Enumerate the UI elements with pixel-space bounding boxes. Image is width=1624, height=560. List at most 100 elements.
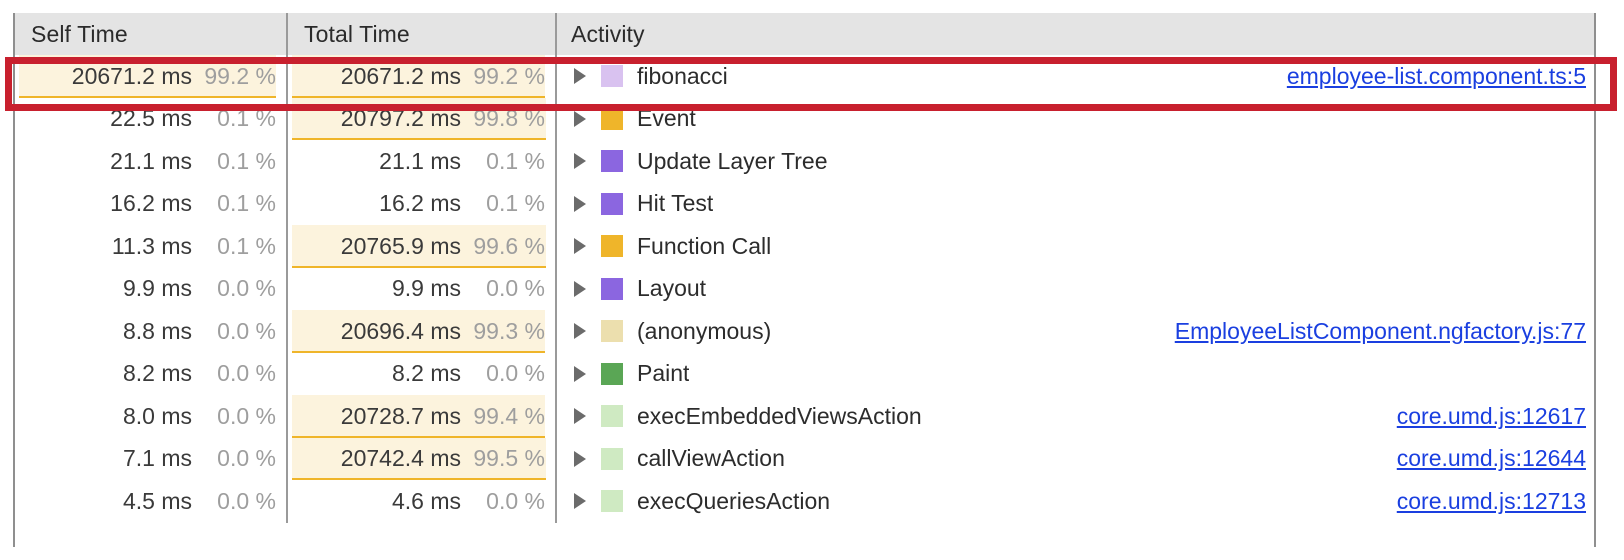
angular-pale-green-swatch (601, 405, 623, 428)
column-header-activity-label: Activity (571, 20, 645, 47)
expand-triangle-icon[interactable] (569, 406, 591, 426)
total-time-value: 20728.7 ms (340, 402, 461, 429)
total-time-percent: 0.1 % (486, 147, 545, 174)
expand-triangle-icon[interactable] (569, 194, 591, 214)
total-time-percent: 99.6 % (473, 232, 545, 259)
expand-triangle-icon[interactable] (569, 364, 591, 384)
source-location-link[interactable]: core.umd.js:12713 (1396, 487, 1586, 514)
cell-self-time: 11.3 ms 0.1 % (15, 225, 288, 268)
rendering-purple-swatch (601, 192, 623, 215)
total-time-percent: 0.0 % (486, 360, 545, 387)
total-time-value: 16.2 ms (379, 190, 461, 217)
total-time-value: 20696.4 ms (340, 317, 461, 344)
event-amber-swatch (601, 107, 623, 130)
self-time-value: 8.8 ms (122, 317, 192, 344)
expand-triangle-icon[interactable] (569, 109, 591, 129)
self-time-value: 4.5 ms (122, 487, 192, 514)
activity-label: Event (637, 105, 696, 132)
activity-label: callViewAction (637, 445, 785, 472)
total-time-percent: 99.5 % (473, 445, 545, 472)
cell-activity: (anonymous)EmployeeListComponent.ngfacto… (557, 310, 1594, 353)
column-header-activity[interactable]: Activity (557, 13, 1594, 55)
self-time-value: 11.3 ms (111, 232, 192, 259)
expand-triangle-icon[interactable] (569, 491, 591, 511)
self-time-percent: 99.2 % (204, 62, 276, 89)
total-time-value: 20742.4 ms (340, 445, 461, 472)
angular-pale-green-swatch (601, 447, 623, 470)
cell-total-time: 20696.4 ms 99.3 % (288, 310, 557, 353)
self-time-percent: 0.0 % (217, 402, 276, 429)
total-time-percent: 0.0 % (486, 275, 545, 302)
call-tree-table: Self Time Total Time Activity 20671.2 ms… (13, 13, 1596, 547)
self-time-value: 16.2 ms (110, 190, 192, 217)
expand-triangle-icon[interactable] (569, 449, 591, 469)
source-location-link[interactable]: employee-list.component.ts:5 (1286, 62, 1586, 89)
expand-triangle-icon[interactable] (569, 151, 591, 171)
activity-label: fibonacci (637, 62, 728, 89)
expand-triangle-icon[interactable] (569, 66, 591, 86)
column-header-self-time[interactable]: Self Time (15, 13, 288, 55)
rendering-purple-swatch (601, 150, 623, 173)
column-header-total-time[interactable]: Total Time (288, 13, 557, 55)
cell-activity: Event (557, 98, 1594, 141)
angular-pale-green-swatch (601, 490, 623, 513)
total-time-value: 20671.2 ms (340, 62, 461, 89)
scripting-lavender-swatch (601, 65, 623, 88)
cell-activity: Function Call (557, 225, 1594, 268)
self-time-value: 20671.2 ms (71, 62, 192, 89)
source-location-link[interactable]: core.umd.js:12644 (1396, 445, 1586, 472)
cell-activity: callViewAction core.umd.js:12644 (557, 438, 1594, 481)
total-time-value: 20797.2 ms (340, 105, 461, 132)
source-location-link[interactable]: EmployeeListComponent.ngfactory.js:77 (1174, 317, 1586, 344)
self-time-value: 8.0 ms (122, 402, 192, 429)
expand-triangle-icon[interactable] (569, 236, 591, 256)
rendering-purple-swatch (601, 277, 623, 300)
total-time-value: 4.6 ms (391, 487, 461, 514)
expand-triangle-icon[interactable] (569, 321, 591, 341)
total-time-percent: 99.3 % (473, 317, 545, 344)
total-time-percent: 99.4 % (473, 402, 545, 429)
expand-triangle-icon[interactable] (569, 279, 591, 299)
column-header-self-time-label: Self Time (31, 20, 128, 47)
table-header-row: Self Time Total Time Activity (15, 13, 1594, 55)
self-time-percent: 0.1 % (217, 232, 276, 259)
self-time-percent: 0.0 % (217, 360, 276, 387)
cell-activity: Layout (557, 268, 1594, 311)
self-time-percent: 0.0 % (217, 445, 276, 472)
source-location-link[interactable]: core.umd.js:12617 (1396, 402, 1586, 429)
cell-self-time: 8.0 ms 0.0 % (15, 395, 288, 438)
column-header-total-time-label: Total Time (304, 20, 410, 47)
cell-activity: execQueriesAction core.umd.js:12713 (557, 480, 1594, 523)
activity-label: Paint (637, 360, 690, 387)
activity-label: execQueriesAction (637, 487, 831, 514)
self-time-percent: 0.1 % (217, 105, 276, 132)
cell-activity: Update Layer Tree (557, 140, 1594, 183)
